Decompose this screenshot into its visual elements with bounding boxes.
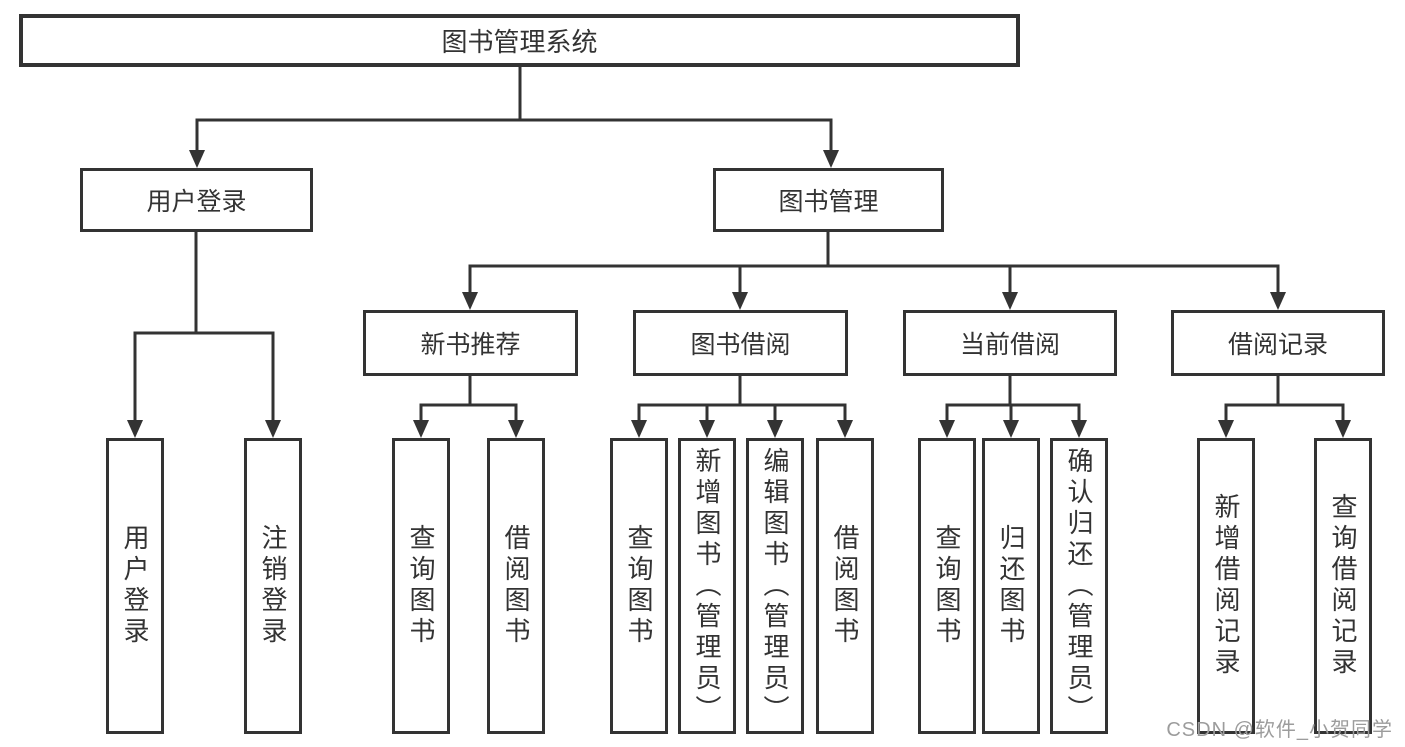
node-library-management-system: 图书管理系统 [19, 14, 1020, 67]
node-book-borrowing: 图书借阅 [633, 310, 848, 376]
node-label: 图书借阅 [690, 331, 791, 359]
node-label: 用户登录 [120, 524, 150, 648]
node-label: 查询图书 [624, 524, 654, 648]
leaf-query-books-current: 查询图书 [918, 438, 976, 734]
node-current-borrowing: 当前借阅 [903, 310, 1117, 376]
leaf-return-book: 归还图书 [982, 438, 1040, 734]
leaf-confirm-return-admin: 确认归还（管理员） [1050, 438, 1108, 734]
leaf-query-books-recommend: 查询图书 [392, 438, 450, 734]
leaf-borrow-books-borrowing: 借阅图书 [816, 438, 874, 734]
leaf-user-login: 用户登录 [106, 438, 164, 734]
node-label: 查询图书 [932, 524, 962, 648]
node-borrow-records: 借阅记录 [1171, 310, 1385, 376]
arrowheads [127, 150, 1351, 438]
node-label: 新增图书（管理员） [692, 446, 722, 726]
leaf-add-borrow-record: 新增借阅记录 [1197, 438, 1255, 734]
node-label: 图书管理系统 [441, 27, 598, 57]
leaf-query-borrow-record: 查询借阅记录 [1314, 438, 1372, 734]
node-label: 用户登录 [146, 188, 247, 216]
node-label: 归还图书 [996, 524, 1026, 648]
node-label: 当前借阅 [959, 331, 1060, 359]
node-label: 图书管理 [778, 188, 879, 216]
node-label: 编辑图书（管理员） [760, 446, 790, 726]
watermark: CSDN @软件_小贺同学 [1166, 719, 1393, 741]
node-label: 查询图书 [406, 524, 436, 648]
node-new-book-recommend: 新书推荐 [363, 310, 578, 376]
leaf-logout: 注销登录 [244, 438, 302, 734]
node-book-management: 图书管理 [713, 168, 944, 232]
node-label: 借阅图书 [830, 524, 860, 648]
node-label: 查询借阅记录 [1328, 493, 1358, 679]
node-user-login: 用户登录 [80, 168, 313, 232]
leaf-edit-book-admin: 编辑图书（管理员） [746, 438, 804, 734]
leaf-query-books-borrowing: 查询图书 [610, 438, 668, 734]
leaf-borrow-books-recommend: 借阅图书 [487, 438, 545, 734]
node-label: 新书推荐 [420, 331, 521, 359]
leaf-add-book-admin: 新增图书（管理员） [678, 438, 736, 734]
node-label: 注销登录 [258, 524, 288, 648]
node-label: 确认归还（管理员） [1064, 446, 1094, 726]
node-label: 新增借阅记录 [1211, 493, 1241, 679]
node-label: 借阅记录 [1227, 331, 1328, 359]
node-label: 借阅图书 [501, 524, 531, 648]
